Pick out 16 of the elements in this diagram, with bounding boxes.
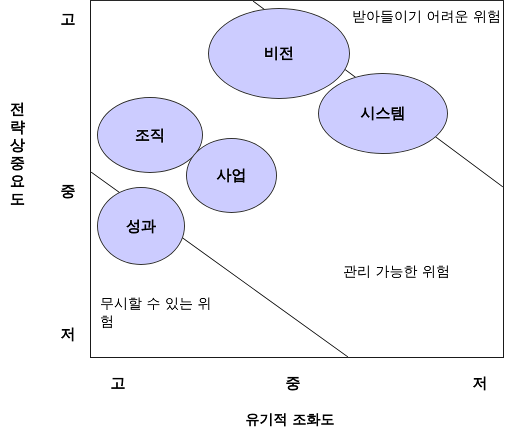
region-label: 관리 가능한 위험 [343, 263, 451, 281]
axis-tick-label: 중 [284, 373, 302, 394]
axis-tick-label: 고 [110, 373, 126, 394]
axis-tick-label: 저 [60, 324, 76, 345]
risk-ellipse: 조직 [97, 97, 203, 173]
risk-ellipse: 사업 [186, 138, 277, 213]
region-label: 받아들이기 어려운 위험 [352, 8, 502, 26]
axis-title: 전략상 중요도 [10, 100, 25, 208]
risk-ellipse: 시스템 [318, 73, 448, 154]
risk-ellipse: 성과 [97, 187, 185, 265]
axis-title: 유기적 조화도 [244, 411, 336, 430]
axis-tick-label: 중 [60, 181, 76, 202]
axis-tick-label: 고 [60, 9, 76, 30]
risk-ellipse: 비전 [208, 8, 350, 99]
axis-tick-label: 저 [472, 373, 488, 394]
region-label: 무시할 수 있는 위험 [100, 295, 212, 331]
